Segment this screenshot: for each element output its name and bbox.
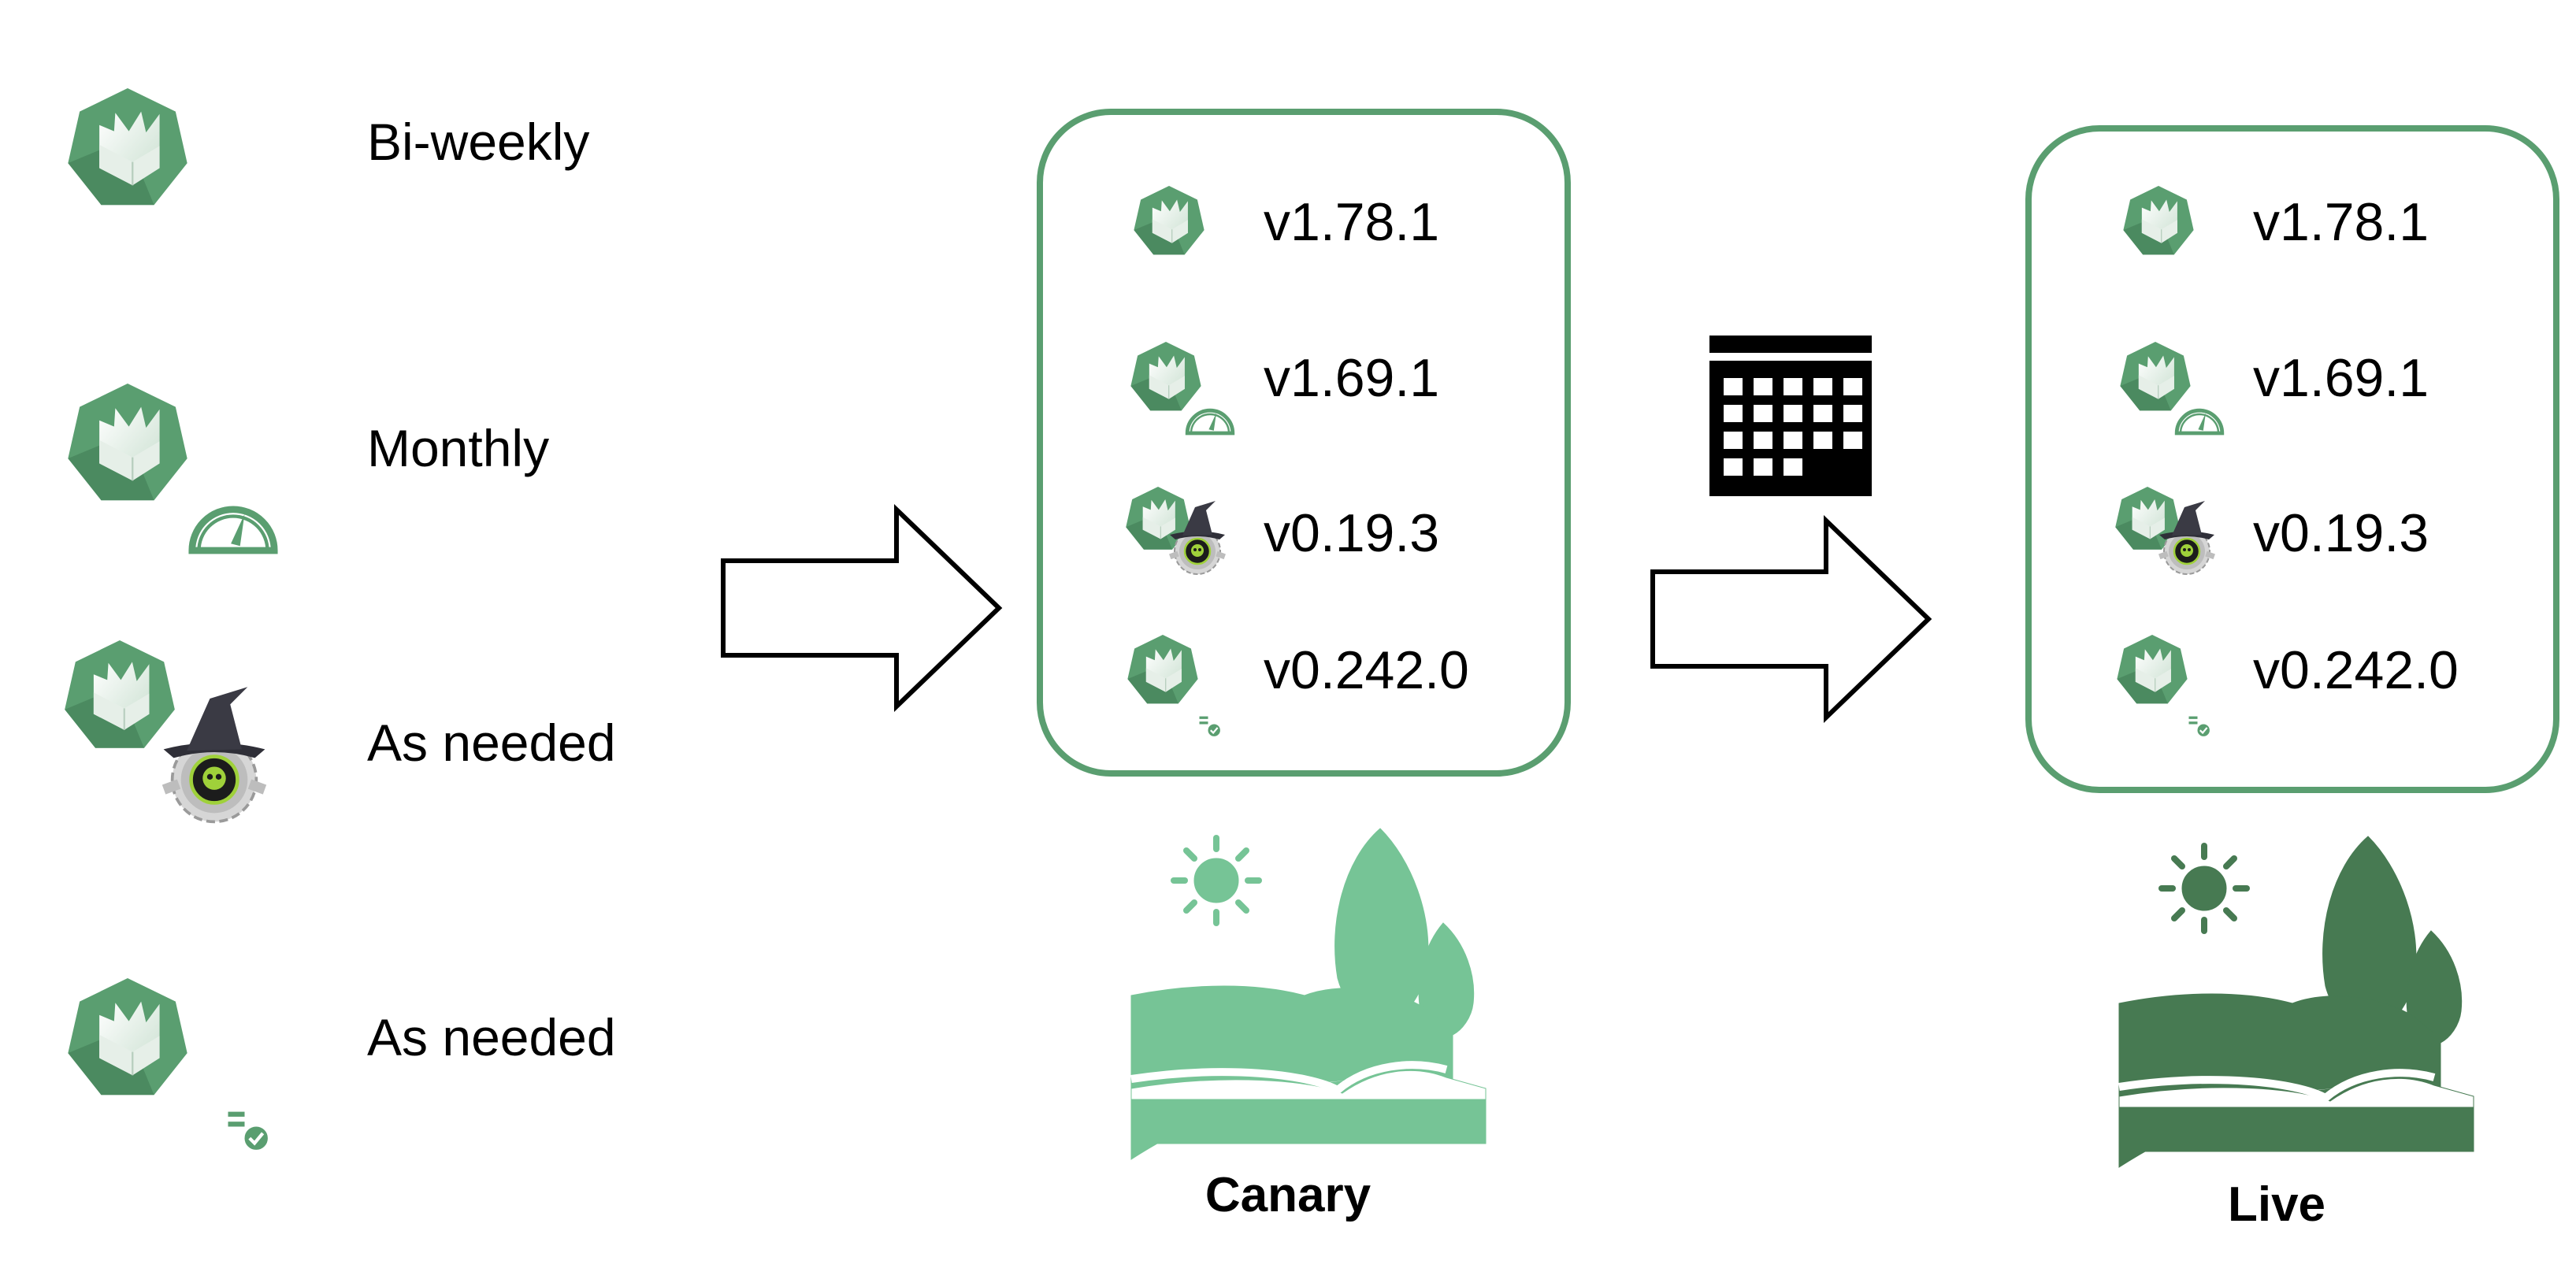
right-arrow-icon [723,510,999,706]
canary-label: Canary [1205,1168,1372,1222]
bug-check-icon [215,1095,269,1151]
product-logo-icon [67,382,188,502]
product-logo-icon [64,639,176,749]
version-label: v0.242.0 [2253,640,2459,700]
legend-label: Monthly [367,419,549,477]
version-label: v0.242.0 [1264,640,1469,700]
legend-label: Bi-weekly [367,113,589,171]
speedometer-icon [192,510,274,551]
version-row: v1.69.1 [2119,341,2429,433]
landscape-icon [1131,829,1486,1159]
version-label: v1.69.1 [1264,348,1439,408]
legend-item-as-needed-hat: As needed [64,639,616,821]
version-row: v0.19.3 [1125,486,1439,576]
legend-item-biweekly: Bi-weekly [67,87,589,206]
version-row: v0.242.0 [2116,634,2459,739]
live-version-box: v1.78.1 v1.69.1 v0.19.3 v0.242.0 [2025,125,2559,793]
version-label: v0.19.3 [1264,503,1439,563]
live-label: Live [2228,1177,2325,1232]
version-row: v1.78.1 [1133,185,1439,256]
version-label: v1.69.1 [2253,348,2429,408]
canary-version-box: v1.78.1 v1.69.1 v0.19.3 v0.242.0 [1037,109,1571,777]
legend-label: As needed [367,1008,616,1066]
version-row: v1.69.1 [1130,341,1439,433]
version-label: v0.19.3 [2253,503,2429,563]
calendar-icon [1709,336,1872,496]
landscape-icon [2119,836,2474,1167]
product-logo-icon [67,977,188,1096]
version-label: v1.78.1 [1264,192,1439,252]
version-row: v0.19.3 [2114,486,2429,576]
version-row: v1.78.1 [2122,185,2429,256]
legend-item-monthly: Monthly [67,382,549,551]
right-arrow-icon [1653,521,1928,717]
product-logo-icon [67,87,188,206]
version-label: v1.78.1 [2253,192,2429,252]
legend-label: As needed [367,714,616,772]
wizard-hat-gear-icon [162,687,266,821]
legend-item-as-needed-bug: As needed [67,977,616,1151]
version-row: v0.242.0 [1127,634,1469,739]
